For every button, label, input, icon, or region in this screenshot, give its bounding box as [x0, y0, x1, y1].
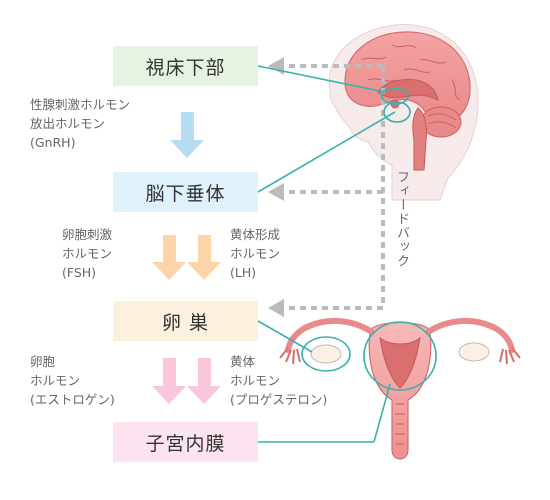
pituitary-box: 脳下垂体	[113, 172, 258, 212]
leader-ovary	[257, 320, 313, 353]
progesterone-line-2: ホルモン	[230, 373, 281, 388]
cervix-folds	[395, 403, 405, 445]
hormone-arrows	[152, 112, 221, 404]
highlight-uterus	[363, 321, 437, 391]
feedback-arrowhead-ovary	[268, 299, 284, 317]
feedback-label: フィードバック	[394, 170, 409, 268]
leader-lines	[257, 65, 437, 443]
lh-label: 黄体形成 ホルモン (LH)	[230, 225, 280, 282]
arrow-estrogen	[152, 358, 186, 404]
fsh-label: 卵胞刺激 ホルモン (FSH)	[62, 225, 112, 282]
ovary-label: 卵 巣	[161, 311, 210, 334]
cerebellum-lines	[427, 113, 457, 129]
fsh-line-3: (FSH)	[62, 265, 97, 280]
head-illustration	[328, 24, 479, 201]
progesterone-line-1: 黄体	[230, 354, 256, 369]
left-fimbriae	[279, 347, 301, 365]
right-tube	[425, 317, 515, 353]
hypothalamus-box: 視床下部	[113, 46, 258, 86]
left-ovary	[310, 344, 342, 364]
uterus-cavity	[379, 336, 421, 389]
fsh-line-2: ホルモン	[62, 246, 113, 261]
hypothalamus-label: 視床下部	[145, 56, 226, 79]
ovary-box: 卵 巣	[113, 301, 258, 341]
right-ovary	[458, 342, 490, 362]
progesterone-label: 黄体 ホルモン (プロゲステロン)	[230, 352, 327, 409]
feedback-arrowhead-pituitary	[268, 183, 284, 201]
brain-inner	[377, 79, 439, 101]
feedback-arrowhead-hypothalamus	[268, 57, 284, 75]
lh-line-1: 黄体形成	[230, 227, 281, 242]
highlight-pituitary	[383, 101, 411, 123]
lh-line-2: ホルモン	[230, 246, 281, 261]
arrow-lh	[187, 235, 221, 280]
feedback-route	[286, 64, 385, 310]
right-fimbriae	[499, 347, 521, 365]
estrogen-line-2: ホルモン	[30, 373, 81, 388]
arrow-fsh	[152, 235, 186, 280]
brainstem	[412, 107, 427, 171]
estrogen-line-1: 卵胞	[30, 354, 56, 369]
arrow-gnrh	[170, 112, 204, 158]
estrogen-label: 卵胞 ホルモン (エストロゲン)	[30, 352, 115, 409]
estrogen-line-3: (エストロゲン)	[30, 392, 115, 407]
leader-pituitary	[257, 111, 396, 193]
endometrium-label: 子宮内膜	[145, 432, 226, 455]
lh-line-3: (LH)	[230, 265, 257, 280]
endometrium-box: 子宮内膜	[113, 422, 258, 462]
highlight-ovary	[301, 336, 351, 372]
gnrh-label: 性腺刺激ホルモン 放出ホルモン (GnRH)	[30, 95, 130, 152]
gnrh-line-3: (GnRH)	[30, 135, 76, 150]
highlight-hypothalamus	[381, 87, 409, 105]
pituitary-label: 脳下垂体	[145, 182, 226, 205]
gnrh-line-2: 放出ホルモン	[30, 116, 106, 131]
arrow-progesterone	[187, 358, 221, 404]
progesterone-line-3: (プロゲステロン)	[230, 392, 328, 407]
fsh-line-1: 卵胞刺激	[62, 227, 113, 242]
leader-hypothalamus	[257, 65, 386, 93]
left-tube	[285, 317, 375, 353]
gnrh-line-1: 性腺刺激ホルモン	[30, 97, 131, 112]
leader-endometrium-up	[373, 383, 391, 443]
